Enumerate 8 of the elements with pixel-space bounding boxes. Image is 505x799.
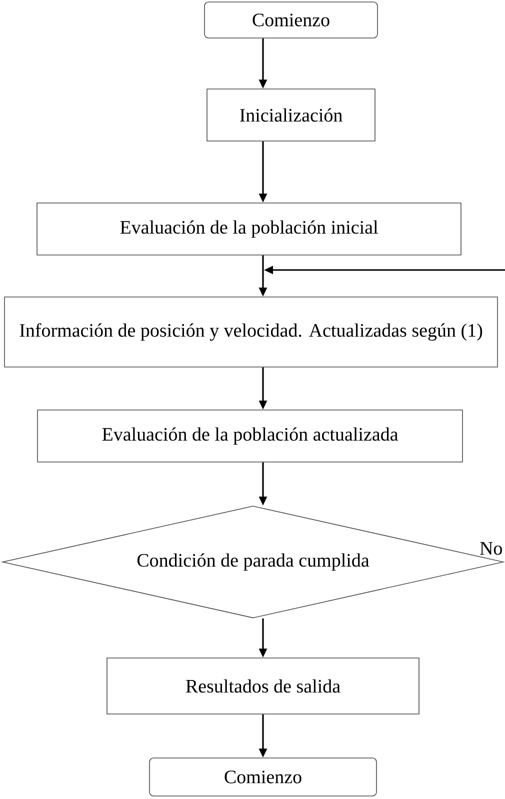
branch-label: No	[480, 542, 502, 555]
process-box: Resultados de salida	[106, 658, 420, 714]
process-box: Información de posición y velocidad. Actualizadas según (1)	[4, 296, 498, 368]
terminal-box: Comienzo	[149, 758, 377, 796]
process-box: Evaluación de la población actualizada	[37, 410, 463, 462]
process-box: Inicialización	[206, 88, 376, 142]
process-box: Evaluación de la población inicial	[36, 202, 462, 256]
terminal-box: Comienzo	[204, 2, 378, 38]
